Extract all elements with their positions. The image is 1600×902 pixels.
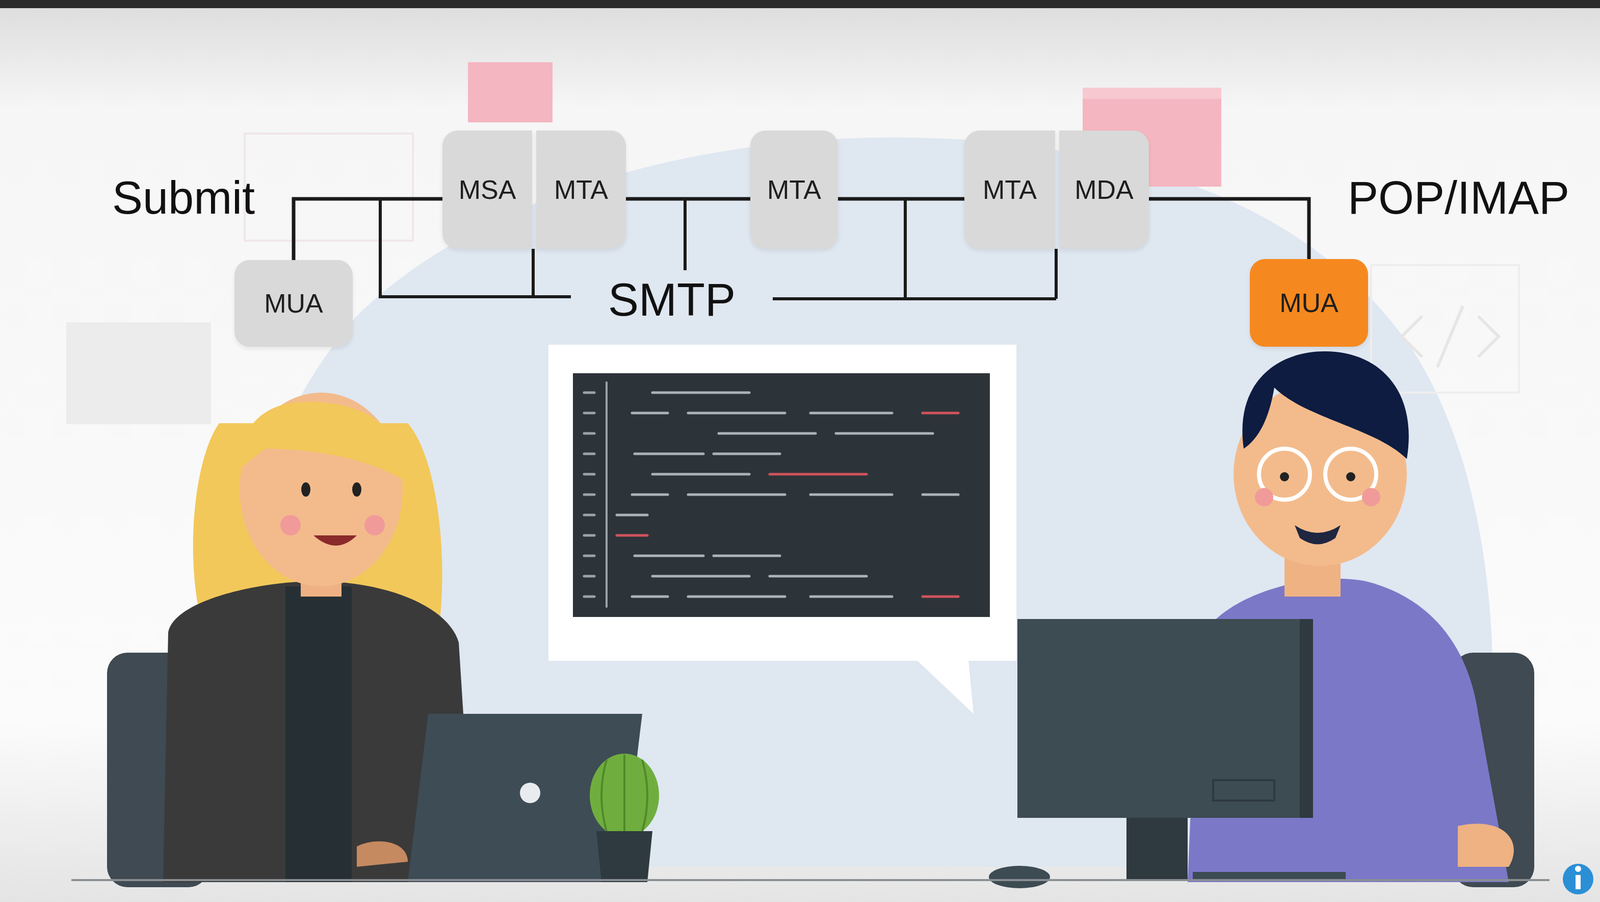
agent-name: MDA [1074, 174, 1134, 205]
agent-box: MTA [750, 130, 838, 249]
agent-box: MTA [964, 130, 1056, 249]
agent-name: MSA [458, 174, 517, 205]
agent-name: MTA [982, 174, 1037, 205]
highlighted-agent-box: MUA [1249, 258, 1369, 347]
agent-name: MUA [1279, 287, 1339, 319]
agent-box: MDA [1059, 130, 1149, 249]
mail-path [293, 198, 443, 260]
mail-path [1148, 198, 1309, 259]
agent-box: MUA [234, 259, 353, 347]
mail-path [625, 197, 751, 201]
protocol-label: SMTP [608, 276, 736, 323]
agent-name: MUA [264, 287, 324, 319]
mail-path [837, 197, 965, 201]
agent-name: MTA [767, 174, 822, 205]
protocol-label: Submit [112, 174, 255, 221]
agent-box: MTA [536, 130, 626, 249]
agent-name: MTA [554, 174, 609, 205]
protocol-label: POP/IMAP [1347, 174, 1570, 221]
agent-box: MSA [442, 130, 533, 249]
